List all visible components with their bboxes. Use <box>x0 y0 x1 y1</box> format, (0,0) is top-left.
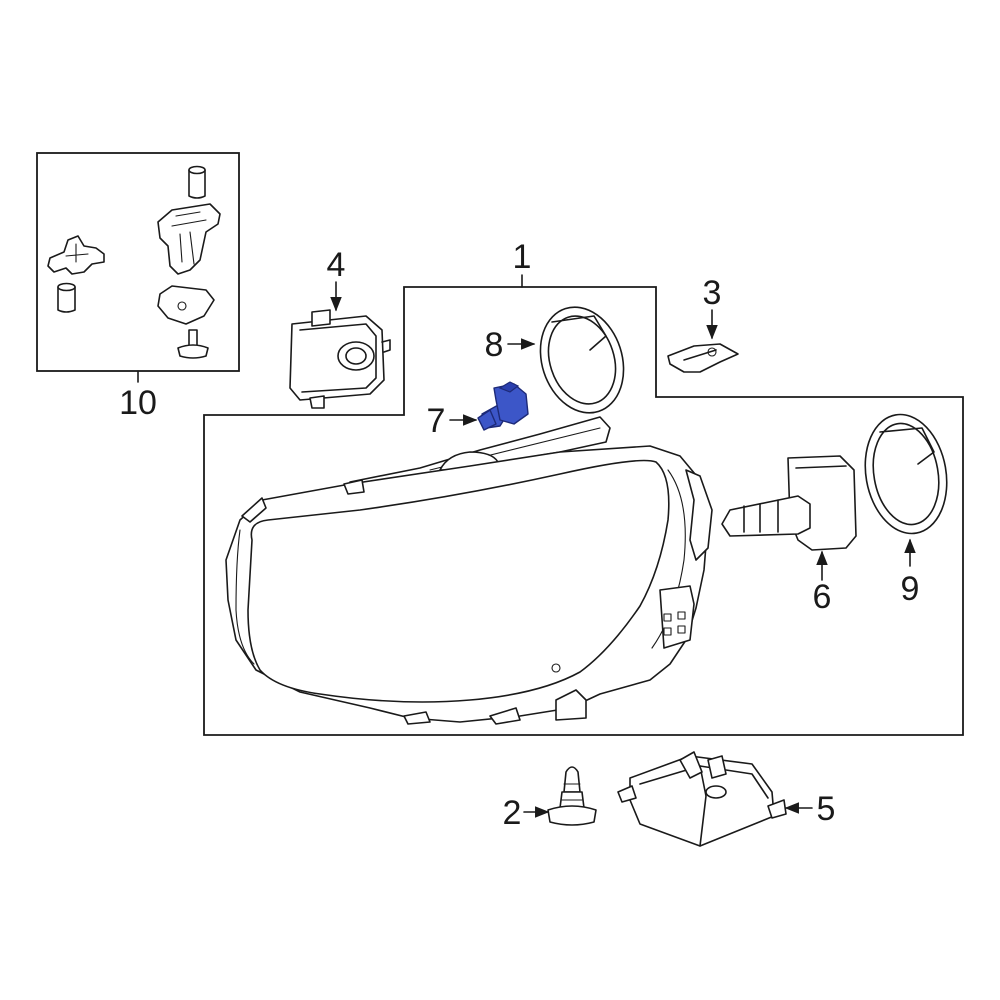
clip-nut-3 <box>667 343 739 373</box>
callout-9: 9 <box>901 570 920 608</box>
callout-4: 4 <box>327 246 346 284</box>
ballast-module-5 <box>617 751 787 847</box>
bulb-socket-6 <box>721 455 857 551</box>
control-module-4 <box>289 309 391 409</box>
callout-1: 1 <box>513 238 532 276</box>
callout-10: 10 <box>119 384 157 422</box>
callout-2: 2 <box>503 794 522 832</box>
clip-kit-part <box>47 165 221 359</box>
headlamp-housing <box>225 416 713 725</box>
callout-6: 6 <box>813 578 832 616</box>
callout-5: 5 <box>817 790 836 828</box>
push-pin-2 <box>547 766 597 826</box>
seal-ring-8 <box>539 306 625 414</box>
callout-8: 8 <box>485 326 504 364</box>
callout-3: 3 <box>703 274 722 312</box>
callout-7: 7 <box>427 402 446 440</box>
kit-box-frame <box>36 152 240 383</box>
seal-ring-9 <box>864 413 948 535</box>
assembly-frame <box>203 274 964 736</box>
bulb-icon <box>477 381 529 431</box>
